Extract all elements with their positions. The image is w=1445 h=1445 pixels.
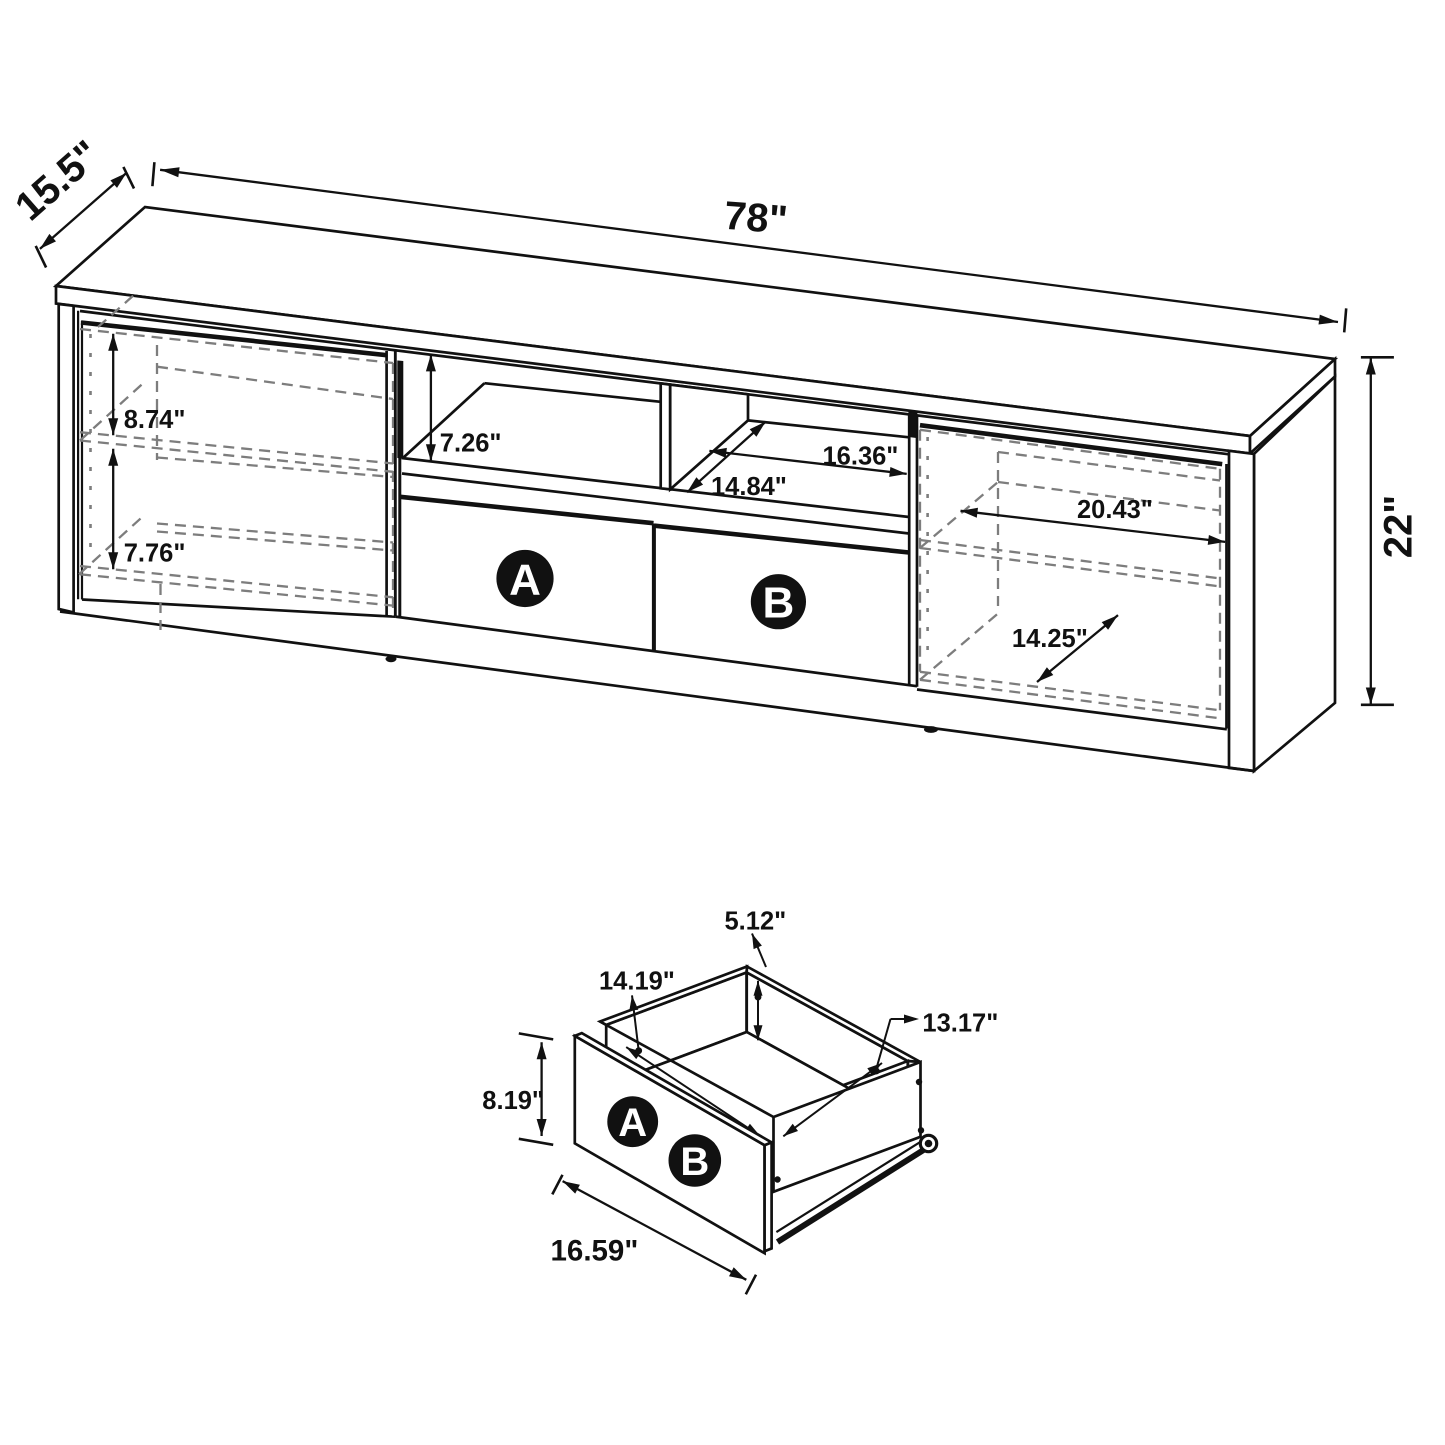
svg-text:14.25": 14.25": [1012, 625, 1088, 653]
svg-text:A: A: [509, 555, 541, 604]
svg-text:22": 22": [1377, 495, 1421, 558]
svg-text:8.74": 8.74": [124, 406, 186, 434]
svg-text:7.76": 7.76": [124, 540, 186, 568]
svg-text:20.43": 20.43": [1077, 496, 1153, 524]
svg-text:7.26": 7.26": [440, 430, 502, 458]
svg-text:78": 78": [722, 194, 789, 243]
svg-text:A: A: [618, 1101, 647, 1145]
svg-text:16.36": 16.36": [823, 443, 899, 471]
svg-text:8.19": 8.19": [482, 1087, 544, 1115]
svg-text:14.19": 14.19": [599, 968, 675, 996]
svg-text:13.17": 13.17": [922, 1010, 998, 1038]
svg-text:B: B: [763, 579, 795, 628]
svg-text:16.59": 16.59": [551, 1235, 639, 1268]
svg-text:B: B: [680, 1140, 709, 1184]
svg-text:14.84": 14.84": [711, 473, 787, 501]
svg-text:5.12": 5.12": [725, 908, 787, 936]
